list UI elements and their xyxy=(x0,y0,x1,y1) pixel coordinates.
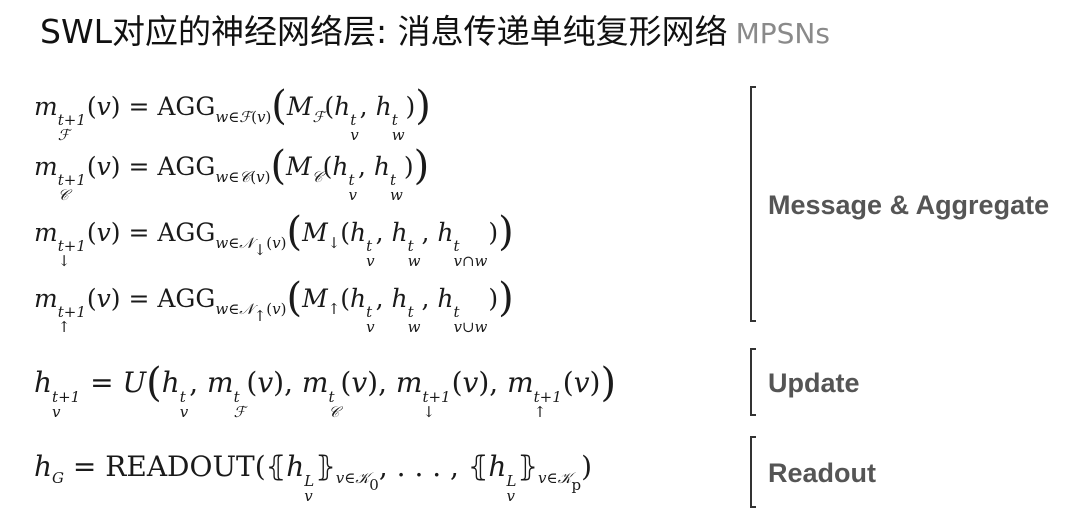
title-sub: MPSNs xyxy=(735,17,830,50)
label-update: Update xyxy=(768,368,860,398)
bracket-message xyxy=(750,86,758,322)
bracket-readout xyxy=(750,436,758,508)
bracket-update xyxy=(750,348,758,416)
label-message-aggregate: Message & Aggregate xyxy=(768,190,1050,220)
label-readout: Readout xyxy=(768,458,876,488)
title-main: SWL对应的神经网络层: 消息传递单纯复形网络 xyxy=(40,12,728,51)
